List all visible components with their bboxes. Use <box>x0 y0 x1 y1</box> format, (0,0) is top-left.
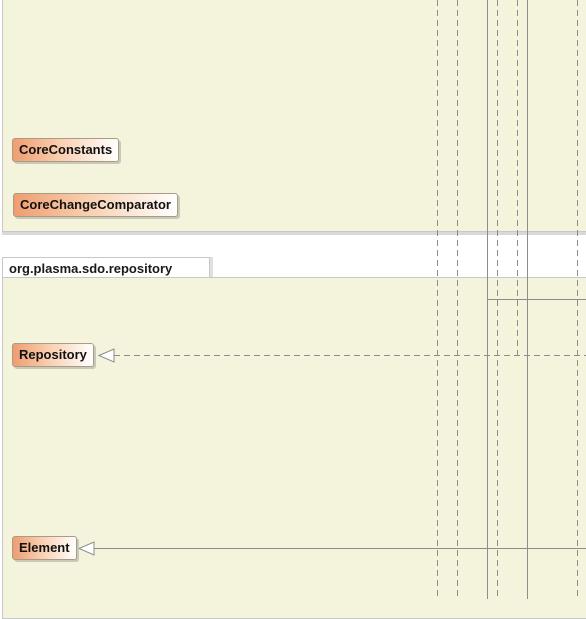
class-core-change-comparator[interactable]: CoreChangeComparator <box>13 193 178 217</box>
connector-lines <box>77 0 586 599</box>
package-repository-label: org.plasma.sdo.repository <box>9 261 173 276</box>
class-element-label: Element <box>19 540 70 555</box>
class-core-constants-label: CoreConstants <box>19 142 113 157</box>
generalization-arrowhead <box>77 541 95 556</box>
class-core-change-comparator-label: CoreChangeComparator <box>20 197 171 212</box>
package-repository-tab[interactable]: org.plasma.sdo.repository <box>2 257 210 277</box>
class-repository-label: Repository <box>19 347 87 362</box>
class-element[interactable]: Element <box>12 536 77 560</box>
class-repository[interactable]: Repository <box>12 343 94 367</box>
realization-arrowhead <box>97 348 115 363</box>
class-core-constants[interactable]: CoreConstants <box>12 138 120 162</box>
package-repository-body <box>2 277 586 619</box>
